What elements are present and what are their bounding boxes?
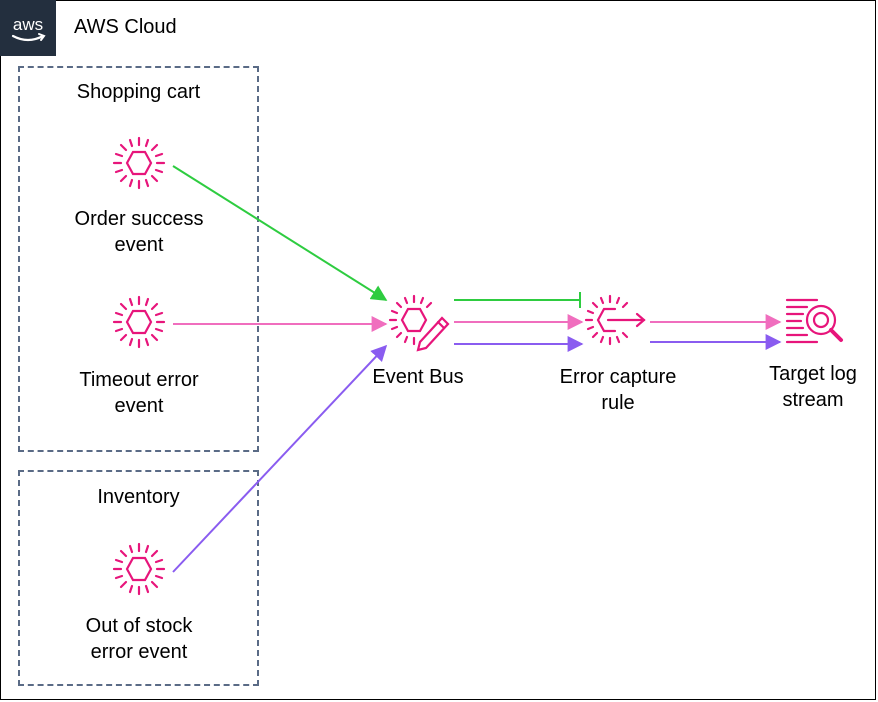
label-target-log-line2: stream (782, 389, 844, 411)
log-stream-icon (785, 298, 843, 344)
rule-icon (584, 294, 646, 346)
event-icon (112, 542, 166, 596)
cloud-title: AWS Cloud (74, 16, 177, 38)
label-timeout-line2: event (114, 395, 164, 417)
label-error-rule-line2: rule (601, 392, 635, 414)
group-shopping-cart (18, 66, 259, 452)
arrow-out-of-stock-to-bus (172, 344, 388, 573)
event-icon (112, 136, 166, 190)
event-bus-icon (388, 294, 450, 352)
aws-logo-icon: aws (0, 0, 56, 56)
group-inventory (18, 470, 259, 686)
label-target-log-line1: Target log (769, 363, 857, 385)
label-out-of-stock-line1: Out of stock (85, 615, 193, 637)
svg-text:aws: aws (13, 15, 43, 34)
group-title-shopping-cart: Shopping cart (76, 81, 201, 103)
event-icon (112, 295, 166, 349)
label-out-of-stock-line2: error event (90, 641, 188, 663)
label-order-success-line2: event (114, 234, 164, 256)
arrow-order-success-to-bus (172, 165, 388, 301)
label-event-bus: Event Bus (372, 366, 464, 388)
label-error-rule-line1: Error capture (559, 366, 677, 388)
group-title-inventory: Inventory (97, 486, 180, 508)
label-order-success-line1: Order success (74, 208, 204, 230)
label-timeout-line1: Timeout error (79, 369, 199, 391)
